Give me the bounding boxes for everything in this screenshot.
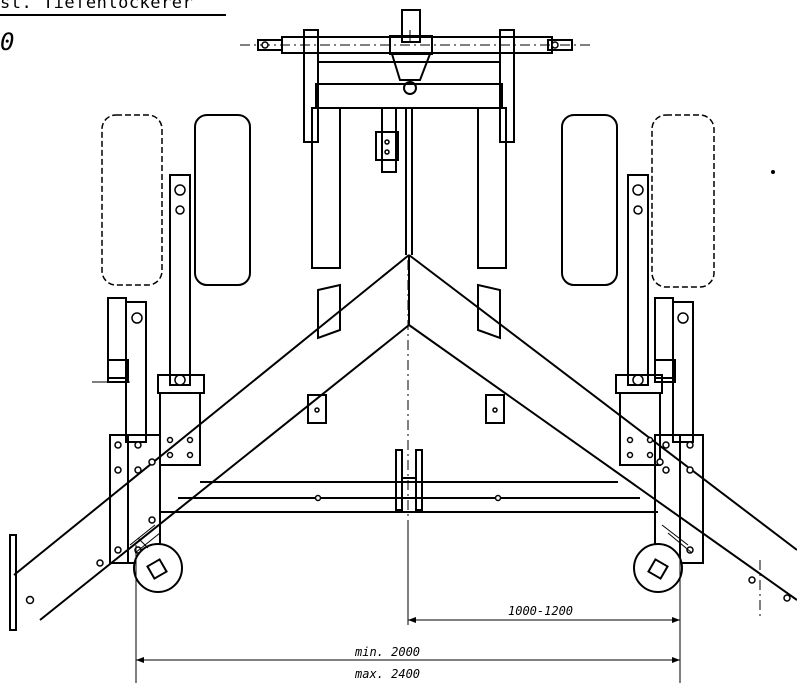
dimension-max-2400: max. 2400 [354,667,420,681]
center-frame [311,107,507,620]
left-clamp [92,297,183,593]
right-clamp [633,297,704,593]
v-frame [9,254,797,631]
dimension-lines: 1000-1200 min. 2000 max. 2400 [135,520,761,683]
left-wheels [101,114,251,466]
top-hitch [240,9,590,143]
dimension-min-2000: min. 2000 [354,645,420,659]
corner-label: 0 [0,28,15,56]
right-wheels [561,114,775,466]
title-underline [0,14,226,16]
drawing-title: st. Tiefenlockerer [0,0,194,13]
dimension-1000-1200: 1000-1200 [508,604,573,618]
